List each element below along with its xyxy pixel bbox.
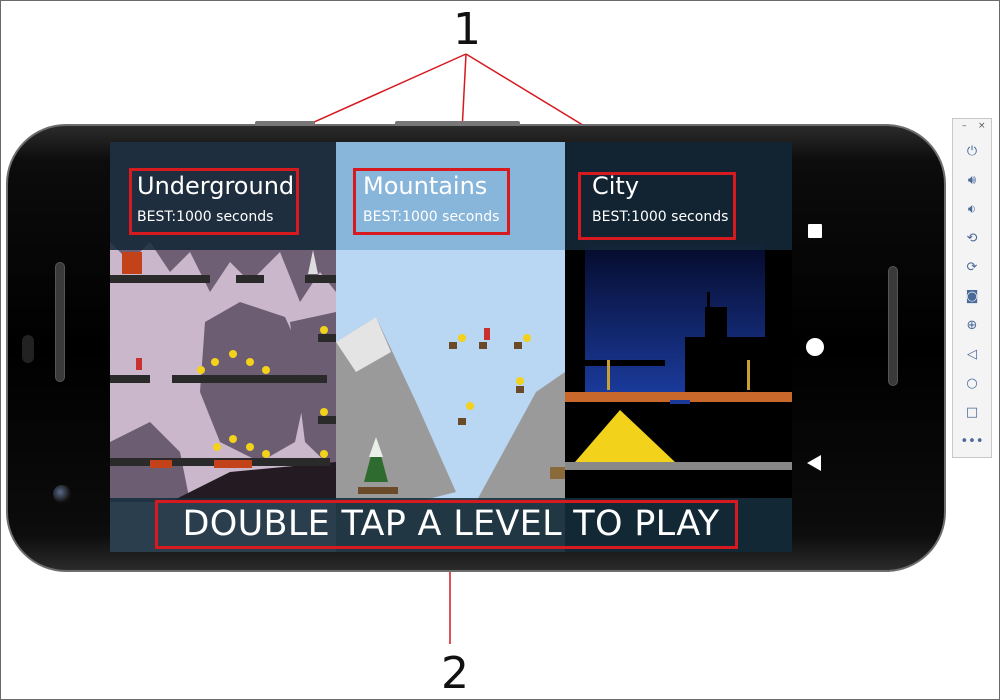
back-button[interactable]: [807, 455, 821, 471]
zoom-icon[interactable]: ⊕: [966, 318, 978, 333]
more-icon[interactable]: •••: [960, 434, 984, 449]
home-button[interactable]: [806, 338, 824, 356]
back-icon[interactable]: ◁: [967, 347, 977, 362]
level-city[interactable]: City BEST:1000 seconds: [565, 142, 792, 552]
callout-number-1: 1: [453, 4, 481, 55]
game-screen: Underground BEST:1000 seconds Mountains: [110, 142, 792, 552]
rotate-left-icon[interactable]: ⟲: [966, 231, 978, 246]
annotation-box-city: [578, 172, 736, 240]
callout-number-2: 2: [441, 648, 469, 699]
rotate-right-icon[interactable]: ⟳: [966, 260, 978, 275]
camera-icon[interactable]: ◙: [965, 289, 979, 304]
phone-top-button-left: [255, 121, 315, 126]
volume-down-icon[interactable]: 🔉︎: [967, 202, 977, 217]
phone-top-button-right: [395, 121, 520, 126]
emulator-minimize-button[interactable]: –: [962, 121, 967, 131]
annotation-box-mountains: [353, 168, 510, 235]
level-mountains-title: Mountains: [363, 172, 488, 200]
home-icon[interactable]: ○: [966, 376, 978, 391]
level-city-title: City: [592, 172, 640, 200]
level-city-header: City BEST:1000 seconds: [565, 142, 792, 250]
speaker-left: [55, 262, 65, 382]
volume-up-icon[interactable]: 🔊︎: [967, 173, 977, 188]
level-mountains-best-time: BEST:1000 seconds: [363, 209, 500, 225]
recent-apps-button[interactable]: [808, 224, 822, 238]
level-underground-title: Underground: [137, 172, 295, 200]
emulator-close-button[interactable]: ×: [978, 121, 986, 131]
overview-icon[interactable]: □: [965, 405, 979, 420]
annotation-box-underground: [129, 168, 299, 235]
power-icon[interactable]: ⏻: [966, 144, 978, 159]
front-camera-icon: [53, 485, 71, 503]
proximity-sensor: [22, 335, 34, 363]
level-underground-best-time: BEST:1000 seconds: [137, 209, 274, 225]
annotation-box-play-hint: [155, 500, 738, 549]
speaker-right: [888, 266, 898, 386]
play-hint-bar: [110, 498, 792, 552]
city-scene: [565, 242, 792, 499]
level-city-best-time: BEST:1000 seconds: [592, 209, 729, 225]
emulator-toolbar: – × ⏻ 🔊︎ 🔉︎ ⟲ ⟳ ◙ ⊕ ◁ ○ □ •••: [952, 118, 992, 458]
play-hint-text: DOUBLE TAP A LEVEL TO PLAY: [182, 504, 720, 544]
